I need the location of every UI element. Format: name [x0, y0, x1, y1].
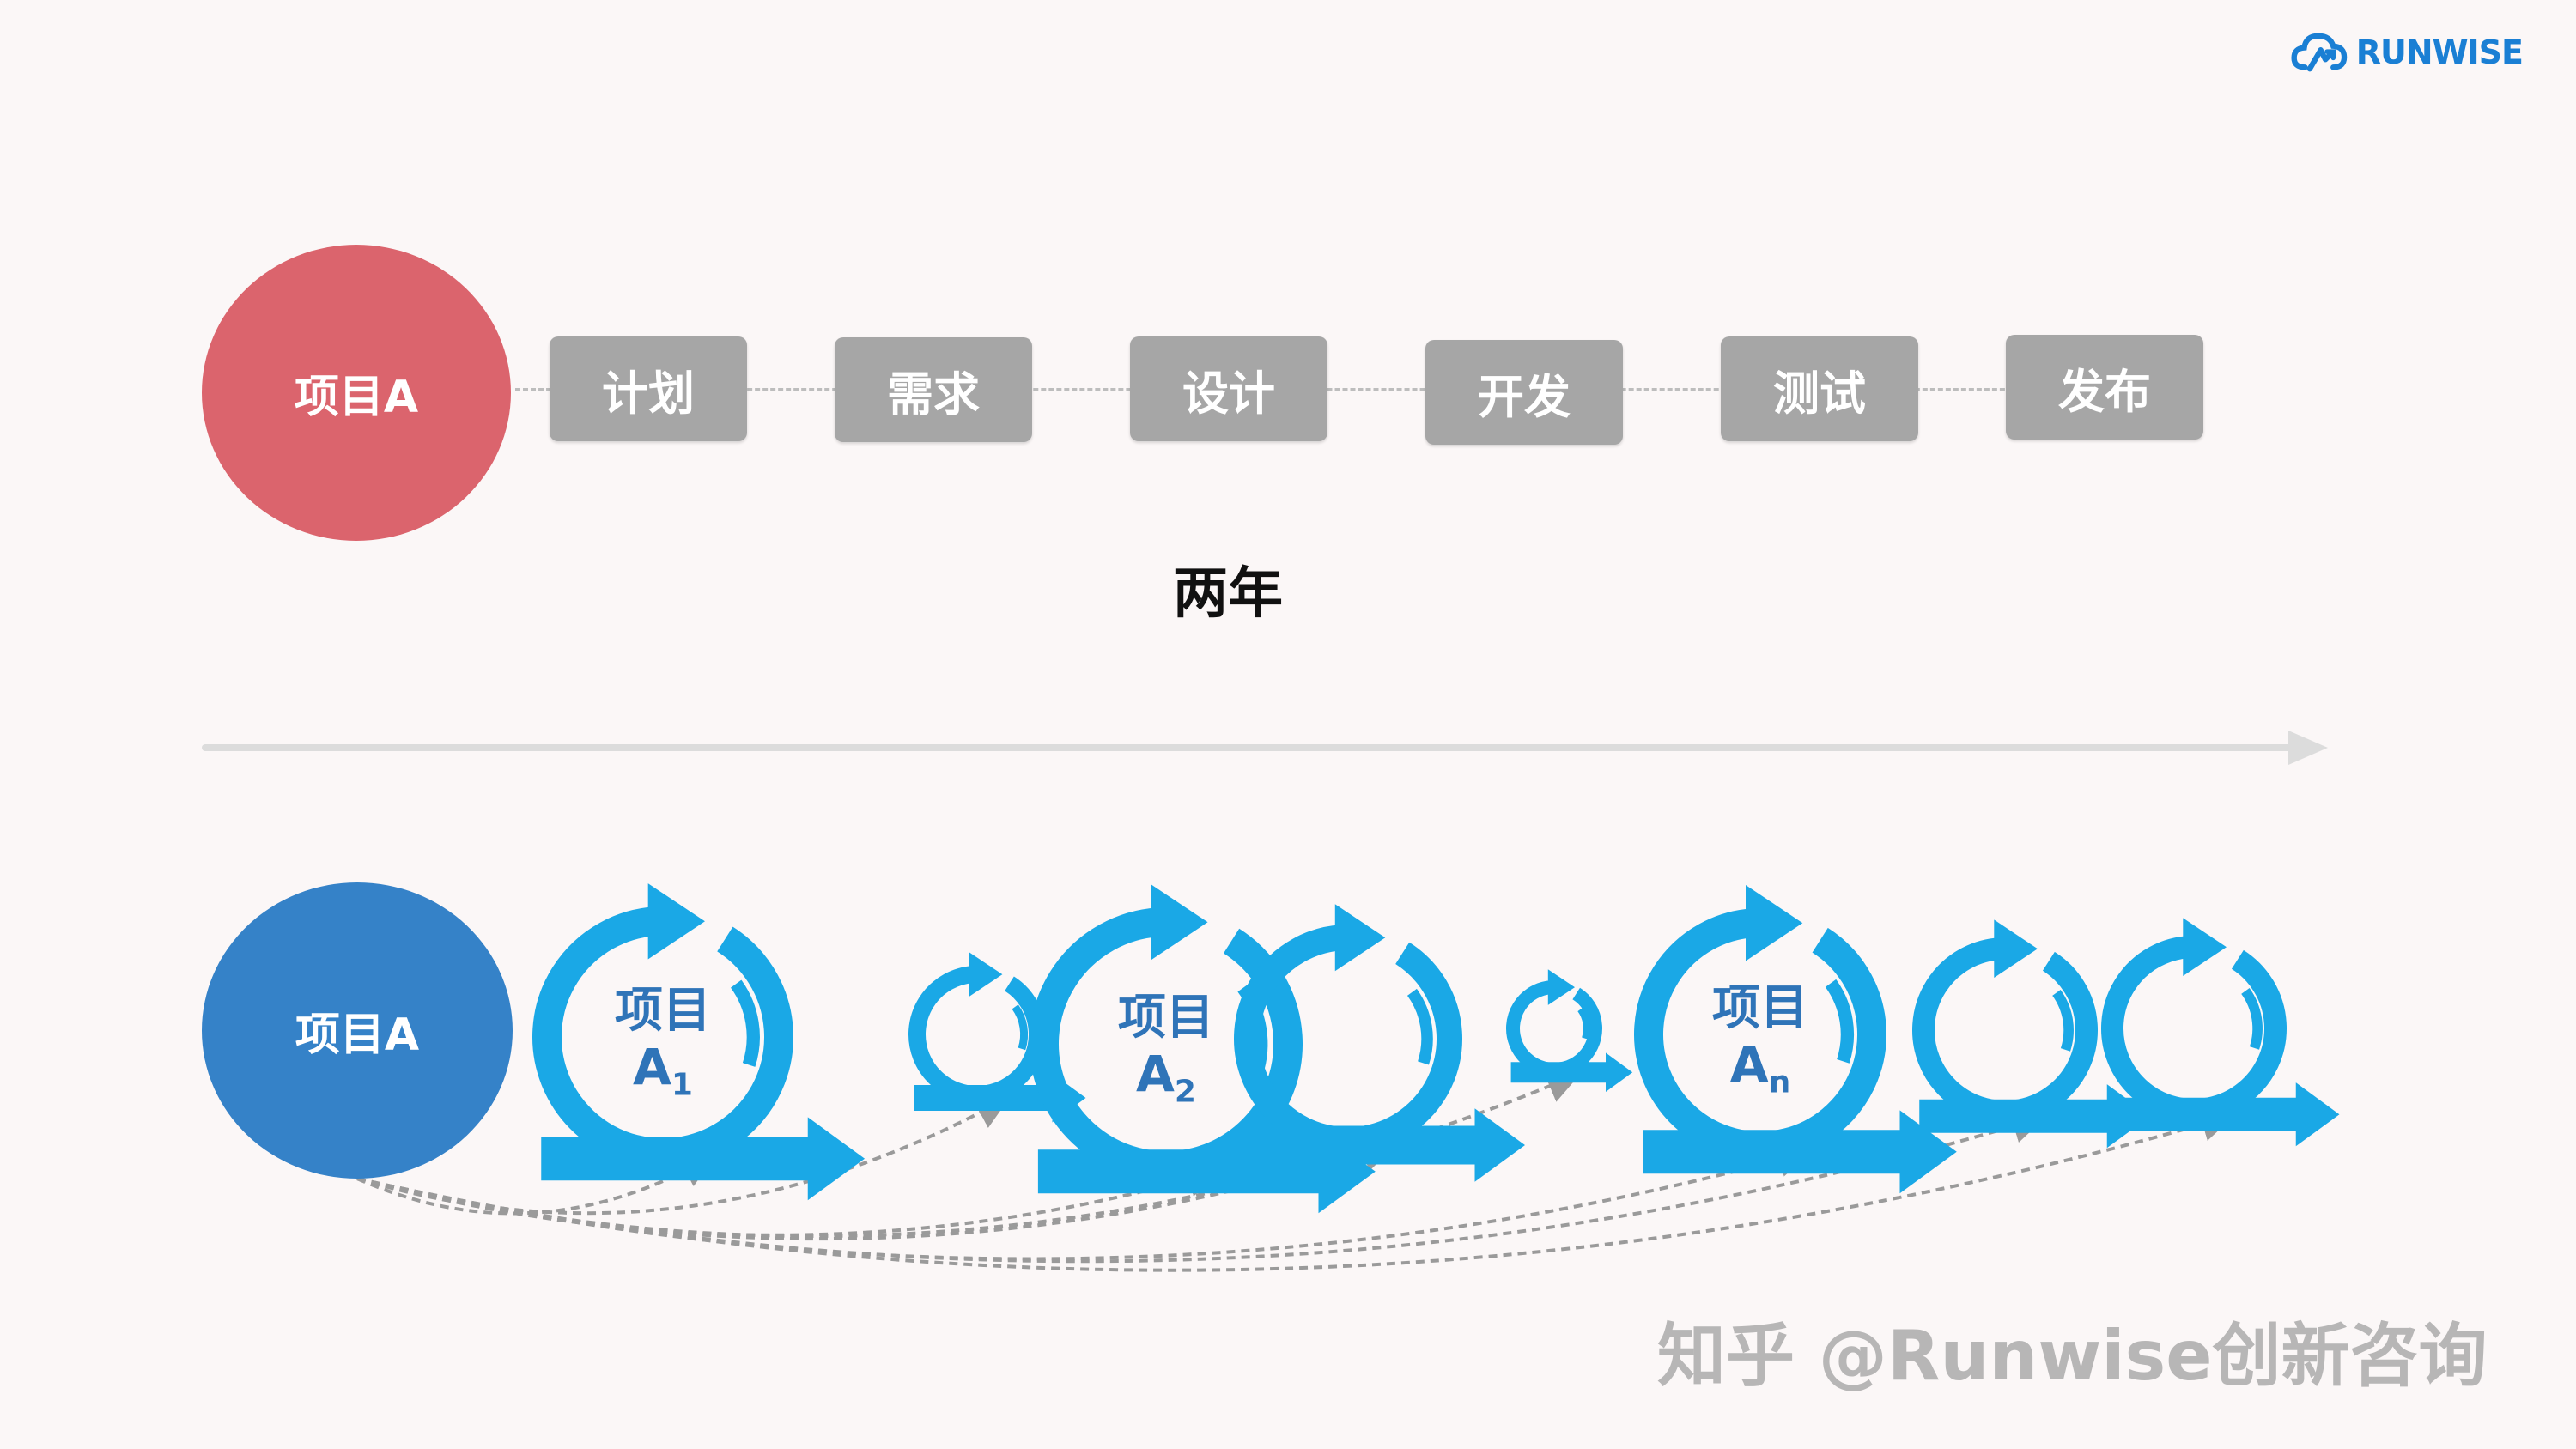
cycle-arrow-head: [1745, 885, 1803, 961]
cycle-loop: [1234, 904, 1525, 1182]
brand-logo: RUNWISE: [2291, 22, 2524, 82]
cycle-title: 项目: [615, 983, 711, 1039]
cycle-iteration-subscript: 2: [1174, 1074, 1196, 1110]
cycle-loop: [1506, 969, 1633, 1092]
timeline-arrow-shaft: [202, 744, 2297, 751]
phase-label: 需求: [887, 367, 980, 421]
cycle-tail-arrow: [1919, 1084, 2151, 1149]
phase-design: 设计: [1130, 336, 1327, 441]
phase-plan: 计划: [550, 336, 747, 441]
cycle-iteration-subscript: n: [1768, 1064, 1791, 1100]
project-circle-agile: 项目A: [202, 882, 513, 1179]
phase-testing: 测试: [1721, 336, 1918, 441]
cycle-tail-arrow: [1510, 1052, 1633, 1092]
phase-release: 发布: [2006, 335, 2203, 440]
cycle-tail-arrow: [1242, 1108, 1525, 1182]
cycle-tail-arrow: [1643, 1110, 1957, 1194]
timeline-arrow-head: [2288, 731, 2328, 765]
cycle-arrow-head: [1547, 969, 1576, 1005]
cycle-loop: [1912, 919, 2151, 1149]
cycle-tail-arrow: [541, 1117, 866, 1201]
phase-label: 计划: [602, 366, 695, 421]
cycle-loop: [2101, 918, 2340, 1147]
cycle-title: 项目: [1712, 980, 1808, 1036]
project-label: 项目A: [294, 372, 419, 423]
cycle-loops: [532, 883, 2340, 1214]
cycle-arrow-head: [2183, 918, 2227, 976]
phase-label: 测试: [1773, 366, 1866, 421]
cycle-iteration: A2: [1063, 1046, 1269, 1110]
cycle-iteration-base: A: [1136, 1045, 1175, 1104]
cloud-arrow-logo-icon: [2291, 33, 2348, 72]
brand-name: RUNWISE: [2355, 33, 2524, 71]
cycle-tail-arrow: [2108, 1082, 2340, 1147]
phase-development: 开发: [1425, 340, 1623, 445]
cycle-loop: [532, 883, 866, 1201]
cycle-iteration: An: [1657, 1036, 1863, 1100]
phase-connector-line: [515, 388, 2198, 391]
cycle-arrow-head: [1151, 884, 1208, 961]
cycle-iteration-base: A: [633, 1038, 671, 1097]
phase-requirements: 需求: [835, 337, 1032, 442]
cycle-loop: [1634, 885, 1957, 1194]
cycle-title: 项目: [1118, 990, 1214, 1046]
dependency-line: [356, 1107, 2236, 1272]
phase-label: 发布: [2058, 364, 2151, 419]
dependency-line: [356, 1109, 2047, 1264]
cycle-arrow-head: [969, 952, 1003, 997]
phase-label: 开发: [1478, 369, 1571, 424]
watermark: 知乎 @Runwise创新咨询: [1657, 1316, 2488, 1396]
cycle-arrow-head: [1334, 904, 1386, 972]
project-circle-waterfall: 项目A: [202, 245, 511, 541]
duration-label: 两年: [1173, 562, 1283, 626]
cycle-arrow-head: [647, 883, 705, 960]
cycle-arrow-head: [1994, 919, 2038, 978]
cycle-iteration-subscript: 1: [671, 1067, 693, 1103]
phase-label: 设计: [1182, 366, 1275, 421]
cycle-iteration-base: A: [1729, 1035, 1769, 1094]
project-label: 项目A: [295, 1009, 420, 1061]
cycle-iteration: A1: [560, 1039, 766, 1103]
